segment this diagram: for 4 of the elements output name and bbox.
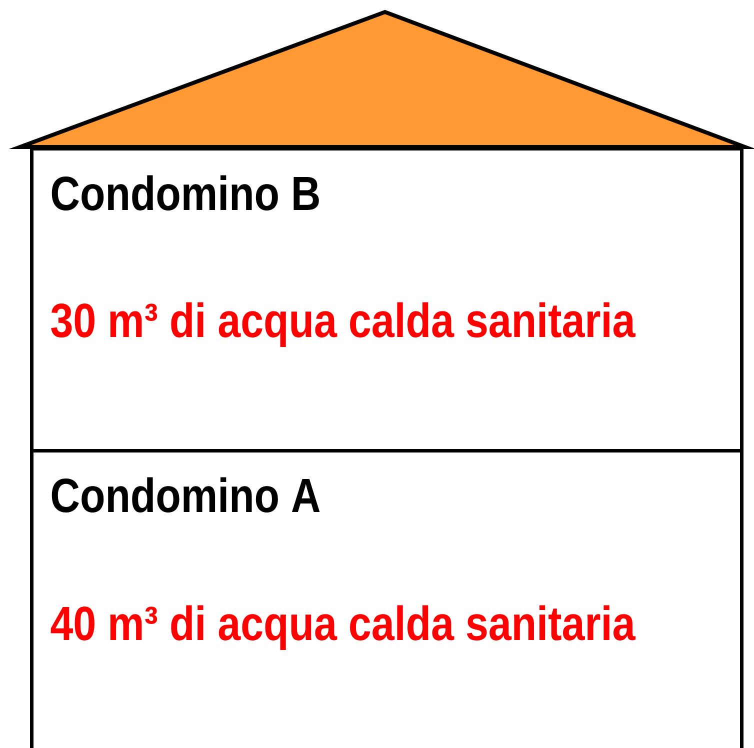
volume-text: 30 m³ di acqua calda sanitaria [51,302,636,347]
floor-label: Condomino B [52,175,319,210]
floor-label: Condomino A [52,477,320,512]
volume-text: 40 m³ di acqua calda sanitaria [50,605,636,650]
